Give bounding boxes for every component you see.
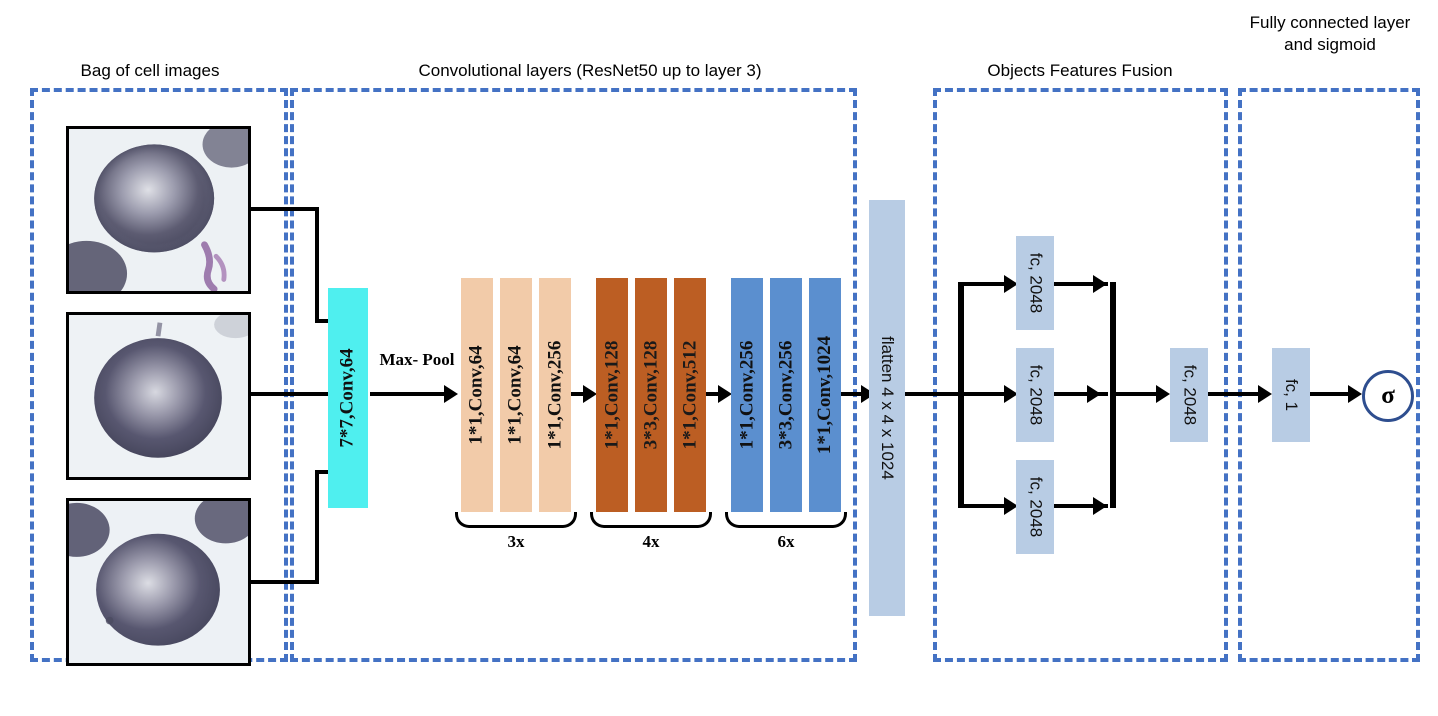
block-fusion-merge-fc: fc, 2048	[1170, 348, 1208, 442]
connector-fc-sigmoid	[1310, 392, 1358, 396]
cell-image-3-graphic	[69, 501, 248, 663]
arrow-split-branch3	[1004, 497, 1018, 515]
connector-img3-h	[251, 580, 319, 584]
connector-split-branch1	[958, 282, 1010, 286]
block-stage3-layer3: 1*1,Conv,1024	[809, 278, 841, 512]
connector-split-branch2	[958, 392, 1010, 396]
block-stage1-layer2: 1*1,Conv,64	[500, 278, 532, 512]
cell-image-3	[66, 498, 251, 666]
block-stage3-layer1-label: 1*1,Conv,256	[736, 340, 757, 450]
arrow-branch3-merge	[1093, 497, 1107, 515]
connector-branch1-merge	[1054, 282, 1108, 286]
cell-image-1-graphic	[69, 129, 248, 291]
block-stage2-layer2: 3*3,Conv,128	[635, 278, 667, 512]
repeat-label-stage2: 4x	[642, 532, 660, 551]
block-stage2-layer2-label: 3*3,Conv,128	[640, 340, 661, 450]
cell-image-2	[66, 312, 251, 480]
repeat-brace-stage3	[725, 512, 847, 528]
block-head-fc-label: fc, 1	[1282, 378, 1301, 412]
arrow-stage1-stage2	[583, 385, 597, 403]
block-stage2-layer1-label: 1*1,Conv,128	[601, 340, 622, 450]
connector-stem-stage1	[370, 392, 448, 396]
block-stage2-layer3: 1*1,Conv,512	[674, 278, 706, 512]
sigmoid-symbol: σ	[1381, 382, 1395, 409]
repeat-brace-stage2	[590, 512, 712, 528]
block-stage1-layer1-label: 1*1,Conv,64	[466, 345, 487, 445]
section-frame-fc	[1238, 88, 1420, 662]
connector-stage2-stage3	[706, 392, 728, 396]
cell-image-1	[66, 126, 251, 294]
block-stem-conv-label: 7*7,Conv,64	[337, 348, 358, 448]
block-stage3-layer2: 3*3,Conv,256	[770, 278, 802, 512]
arrow-stem-stage1	[444, 385, 458, 403]
maxpool-label: Max- Pool	[379, 350, 455, 369]
block-fusion-branch-2-label: fc, 2048	[1026, 364, 1045, 426]
block-stem-conv: 7*7,Conv,64	[328, 288, 368, 508]
block-stage1-layer1: 1*1,Conv,64	[461, 278, 493, 512]
section-frame-conv	[290, 88, 857, 662]
section-caption-bag: Bag of cell images	[80, 61, 220, 80]
connector-img1-h	[251, 207, 319, 211]
block-fusion-branch-3-label: fc, 2048	[1026, 476, 1045, 538]
arrow-branch1-merge	[1093, 275, 1107, 293]
arrow-branch2-merge	[1087, 385, 1101, 403]
arrow-fusion-head	[1258, 385, 1272, 403]
connector-split-branch3	[958, 504, 1010, 508]
connector-img1-v	[315, 207, 319, 321]
arrow-split-branch1	[1004, 275, 1018, 293]
block-fusion-merge-fc-label: fc, 2048	[1180, 364, 1199, 426]
connector-stage3-flatten	[841, 392, 873, 396]
block-stage1-layer2-label: 1*1,Conv,64	[505, 345, 526, 445]
block-flatten-label: flatten 4 x 4 x 1024	[878, 336, 897, 480]
connector-fusion-head	[1208, 392, 1266, 396]
block-fusion-branch-1: fc, 2048	[1016, 236, 1054, 330]
block-fusion-branch-1-label: fc, 2048	[1026, 252, 1045, 314]
connector-stage1-stage2	[571, 392, 593, 396]
block-fusion-branch-3: fc, 2048	[1016, 460, 1054, 554]
arrow-fc-sigmoid	[1348, 385, 1362, 403]
block-head-fc: fc, 1	[1272, 348, 1310, 442]
block-fusion-branch-2: fc, 2048	[1016, 348, 1054, 442]
arrow-stage2-stage3	[718, 385, 732, 403]
connector-img3-h2	[315, 470, 339, 474]
arrow-split-branch2	[1004, 385, 1018, 403]
block-stage3-layer3-label: 1*1,Conv,1024	[814, 335, 835, 455]
block-flatten: flatten 4 x 4 x 1024	[869, 200, 905, 616]
block-stage1-layer3-label: 1*1,Conv,256	[544, 340, 565, 450]
repeat-label-stage3: 6x	[777, 532, 795, 551]
section-caption-conv: Convolutional layers (ResNet50 up to lay…	[418, 61, 762, 80]
block-stage3-layer2-label: 3*3,Conv,256	[775, 340, 796, 450]
repeat-brace-stage1	[455, 512, 577, 528]
block-stage3-layer1: 1*1,Conv,256	[731, 278, 763, 512]
block-stage2-layer3-label: 1*1,Conv,512	[679, 340, 700, 450]
connector-branch2-merge	[1054, 392, 1108, 396]
cell-image-2-graphic	[69, 315, 248, 477]
connector-img3-v	[315, 470, 319, 584]
block-stage1-layer3: 1*1,Conv,256	[539, 278, 571, 512]
section-caption-fc: Fully connected layer and sigmoid	[1249, 13, 1411, 54]
block-stage2-layer1: 1*1,Conv,128	[596, 278, 628, 512]
connector-merge-fc	[1110, 392, 1162, 396]
connector-branch3-merge	[1054, 504, 1108, 508]
sigmoid-node: σ	[1362, 370, 1414, 422]
connector-flatten-split	[905, 392, 961, 396]
connector-img1-h2	[315, 319, 339, 323]
section-caption-fusion: Objects Features Fusion	[987, 61, 1173, 80]
connector-img2-h	[251, 392, 339, 396]
section-frame-fusion	[933, 88, 1228, 662]
repeat-label-stage1: 3x	[507, 532, 525, 551]
arrow-merge-fc	[1156, 385, 1170, 403]
